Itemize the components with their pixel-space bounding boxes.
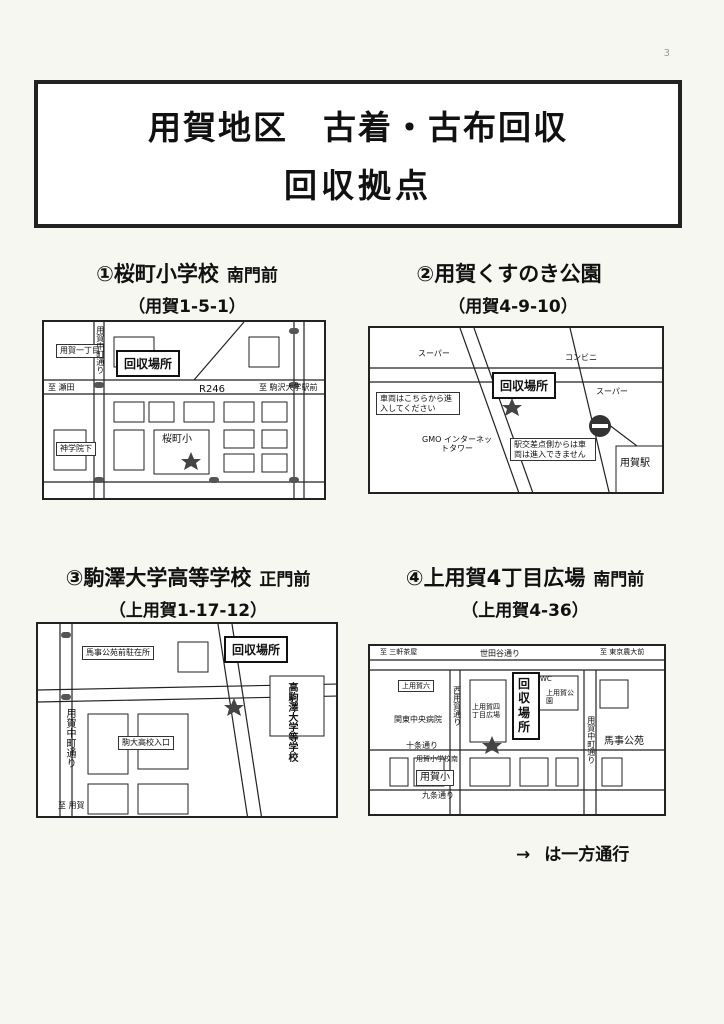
site-3-map: 馬事公苑前駐在所 駒大高校入口 用賀中町通り 至 用賀 高駒澤大学等学校 回収場… bbox=[36, 622, 338, 818]
legend-text: は一方通行 bbox=[544, 845, 630, 865]
page-title: 用賀地区 古着・古布回収 bbox=[148, 108, 568, 147]
site-4-label-0: 至 三軒茶屋 bbox=[380, 648, 418, 656]
site-4-label-10: 馬事公苑 bbox=[604, 736, 644, 747]
site-2-label-4: GMO インターネットタワー bbox=[422, 435, 492, 453]
site-4-label-8: 上用賀公園 bbox=[546, 689, 574, 705]
site-3-label-4: 高駒澤大学等学校 bbox=[286, 682, 297, 762]
site-4-heading: ④上用賀4丁目広場南門前 （上用賀4-36） bbox=[366, 562, 684, 621]
site-4-label-14: 九条通り bbox=[422, 791, 454, 800]
site-4-label-7: WC bbox=[540, 675, 552, 683]
site-2-heading: ②用賀くすのき公園 （用賀4-9-10） bbox=[368, 258, 658, 317]
site-1-heading: ①桜町小学校南門前 （用賀1-5-1） bbox=[42, 258, 332, 317]
site-2-map: スーパー コンビニ スーパー 車両はこちらから進入してください GMO インター… bbox=[368, 326, 664, 494]
site-4-label-6: 上用賀四丁目広場 bbox=[472, 703, 500, 719]
site-1-label-5: 桜町小 bbox=[162, 434, 192, 445]
site-3-sub: 正門前 bbox=[259, 570, 311, 590]
site-4-label-9: 用賀中町通り bbox=[586, 716, 596, 764]
site-3-label-2: 用賀中町通り bbox=[64, 708, 75, 768]
site-3-collect-label: 回収場所 bbox=[224, 636, 289, 663]
site-2-name: ②用賀くすのき公園 bbox=[416, 262, 602, 286]
site-1-label-1: 至 瀬田 bbox=[48, 383, 75, 392]
site-1-address: （用賀1-5-1） bbox=[128, 297, 246, 317]
site-2-label-2: スーパー bbox=[596, 387, 628, 396]
site-3-address: （上用賀1-17-12） bbox=[108, 601, 268, 621]
site-4-label-4: 西用賀通り bbox=[452, 686, 462, 726]
site-2-address: （用賀4-9-10） bbox=[448, 297, 578, 317]
site-3-label-1: 駒大高校入口 bbox=[118, 736, 174, 750]
site-4-map: 至 三軒茶屋 世田谷通り 至 東京農大前 上用賀六 西用賀通り 関東中央病院 上… bbox=[368, 644, 666, 816]
page-number: 3 bbox=[663, 48, 670, 59]
site-4-address: （上用賀4-36） bbox=[461, 601, 589, 621]
one-way-legend: → は一方通行 bbox=[516, 840, 629, 865]
site-4-sub: 南門前 bbox=[593, 570, 645, 590]
site-1-label-6: 用賀中町通り bbox=[95, 326, 105, 374]
site-1-sub: 南門前 bbox=[226, 266, 278, 286]
site-2-label-3: 車両はこちらから進入してください bbox=[376, 392, 460, 416]
site-3-label-3: 至 用賀 bbox=[58, 801, 85, 810]
site-1-label-3: 至 駒沢大学駅前 bbox=[259, 383, 318, 392]
site-3-name: ③駒澤大学高等学校 bbox=[65, 566, 252, 590]
site-4-label-5: 関東中央病院 bbox=[394, 715, 442, 724]
site-2-collect-label: 回収場所 bbox=[492, 372, 557, 399]
site-1-map: 用賀一丁目 至 瀬田 R246 至 駒沢大学駅前 神学院下 桜町小 用賀中町通り… bbox=[42, 320, 326, 500]
site-2-label-0: スーパー bbox=[418, 349, 450, 358]
site-3-heading: ③駒澤大学高等学校正門前 （上用賀1-17-12） bbox=[30, 562, 346, 621]
site-1-name: ①桜町小学校 bbox=[96, 262, 219, 286]
site-4-label-12: 用賀小学校南 bbox=[416, 755, 458, 763]
site-1-collect-label: 回収場所 bbox=[116, 350, 181, 377]
site-4-name: ④上用賀4丁目広場 bbox=[405, 566, 586, 590]
site-2-label-5: 駅交差点側からは車両は進入できません bbox=[510, 438, 596, 462]
site-3-label-0: 馬事公苑前駐在所 bbox=[82, 646, 154, 660]
site-1-label-0: 用賀一丁目 bbox=[56, 344, 104, 358]
site-1-label-2: R246 bbox=[199, 384, 226, 395]
site-4-label-11: 十条通り bbox=[406, 741, 438, 750]
site-2-label-6: 用賀駅 bbox=[620, 458, 650, 469]
site-4-label-3: 上用賀六 bbox=[398, 680, 434, 693]
title-box: 用賀地区 古着・古布回収 回収拠点 bbox=[34, 80, 682, 228]
site-4-collect-label: 回収場所 bbox=[512, 672, 540, 740]
page-subtitle: 回収拠点 bbox=[284, 166, 432, 205]
arrow-right-icon: → bbox=[516, 845, 531, 865]
site-4-label-13: 用賀小 bbox=[416, 770, 454, 786]
site-1-label-4: 神学院下 bbox=[56, 442, 96, 456]
site-2-label-1: コンビニ bbox=[565, 353, 597, 362]
site-4-label-2: 至 東京農大前 bbox=[600, 648, 645, 656]
site-4-label-1: 世田谷通り bbox=[480, 649, 520, 658]
